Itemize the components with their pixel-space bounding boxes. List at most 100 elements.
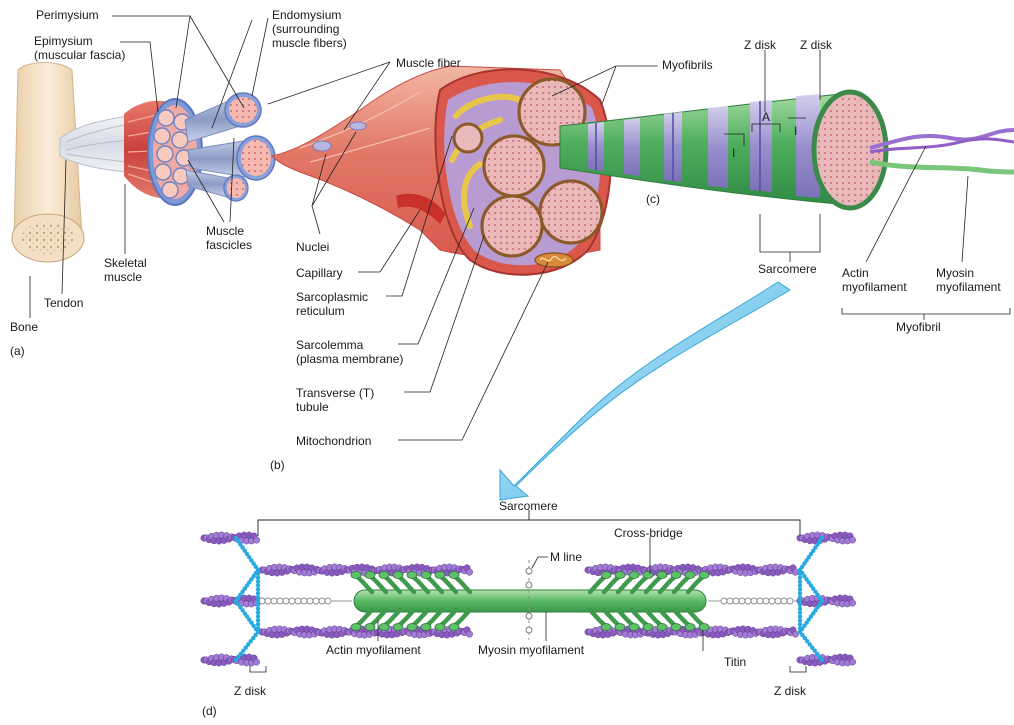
myosin-head-tip — [351, 624, 361, 631]
myosin-head-tip — [407, 624, 417, 631]
label-z-disk-c-right: Z disk — [800, 38, 832, 52]
myosin-head-tip — [601, 572, 611, 579]
z-disk-bead — [256, 610, 260, 614]
myosin-head-tip — [365, 624, 375, 631]
z-disk-bead — [798, 603, 802, 607]
myosin-head-tip — [601, 624, 611, 631]
label-mitochondrion: Mitochondrion — [296, 434, 371, 448]
actin-bead — [792, 569, 798, 575]
myosin-head-tip — [407, 572, 417, 579]
actin-bead — [849, 537, 855, 543]
z-disk-bead — [798, 579, 802, 583]
myosin-head-tip — [699, 624, 709, 631]
z-disk-bead — [256, 630, 260, 634]
z-disk-bead — [256, 579, 260, 583]
z-disk-bead — [256, 622, 260, 626]
myosin-head-tip — [685, 572, 695, 579]
myosin-head-tip — [699, 572, 709, 579]
z-disk-bead — [798, 622, 802, 626]
z-disk-bead — [234, 658, 238, 662]
myosin-head-tip — [449, 624, 459, 631]
label-tendon: Tendon — [44, 296, 83, 310]
label-band-i-right: I — [794, 124, 797, 138]
myosin-head-tip — [615, 572, 625, 579]
z-disk-bead — [798, 587, 802, 591]
z-disk-bead — [798, 618, 802, 622]
label-muscle-fiber: Muscle fiber — [396, 56, 461, 70]
label-z-disk-d-left: Z disk — [234, 684, 266, 698]
z-disk-bead — [798, 610, 802, 614]
label-actin-myofilament-c: Actin myofilament — [842, 266, 907, 294]
label-nuclei: Nuclei — [296, 240, 329, 254]
myosin-head-tip — [657, 624, 667, 631]
z-disk-bead — [256, 576, 260, 580]
z-disk-bead — [256, 618, 260, 622]
myosin-head-tip — [629, 624, 639, 631]
myosin-head-tip — [393, 624, 403, 631]
nucleus — [350, 122, 366, 130]
myosin-head-tip — [643, 572, 653, 579]
actin-bead — [849, 659, 855, 665]
nucleus — [313, 141, 331, 151]
label-endomysium: Endomysium (surrounding muscle fibers) — [272, 8, 347, 50]
z-disk-bead — [798, 583, 802, 587]
z-disk-bead — [798, 595, 802, 599]
label-myofibril: Myofibril — [896, 320, 941, 334]
panel-label-c: (c) — [646, 192, 660, 206]
actin-bead — [466, 631, 472, 637]
zoom-arrow — [500, 282, 790, 500]
myosin-head-tip — [365, 572, 375, 579]
actin-bead — [253, 537, 259, 543]
actin-bead — [466, 569, 472, 575]
label-transverse-tubule: Transverse (T) tubule — [296, 386, 374, 414]
label-epimysium: Epimysium (muscular fascia) — [34, 34, 125, 62]
bone-spongy — [22, 222, 74, 254]
myosin-head-tip — [449, 572, 459, 579]
z-disk-bead — [256, 583, 260, 587]
actin-bead — [849, 600, 855, 606]
myosin-strand — [870, 162, 1014, 172]
z-disk-bead — [798, 614, 802, 618]
myosin-head-tip — [421, 572, 431, 579]
z-disk-bead — [256, 603, 260, 607]
myosin-head-tip — [421, 624, 431, 631]
label-m-line: M line — [550, 550, 582, 564]
label-myosin-myofilament-c: Myosin myofilament — [936, 266, 1001, 294]
z-disk-bead — [798, 630, 802, 634]
label-capillary: Capillary — [296, 266, 343, 280]
actin-bead — [792, 631, 798, 637]
label-myofibrils: Myofibrils — [662, 58, 713, 72]
panel-label-d: (d) — [202, 704, 217, 718]
label-cross-bridge: Cross-bridge — [614, 526, 683, 540]
myosin-head-tip — [615, 624, 625, 631]
z-disk-bead — [798, 599, 802, 603]
z-disk-bead — [256, 595, 260, 599]
myosin-head-tip — [643, 624, 653, 631]
sarcomere-bracket — [258, 520, 800, 536]
z-disk-bead — [256, 587, 260, 591]
z-disk-bead — [256, 591, 260, 595]
panel-label-a: (a) — [10, 344, 25, 358]
z-disk-bead — [256, 607, 260, 611]
myosin-head-tip — [629, 572, 639, 579]
label-muscle-fascicles: Muscle fascicles — [206, 224, 252, 252]
myosin-head-tip — [435, 624, 445, 631]
panel-c-art — [560, 92, 1014, 208]
label-titin: Titin — [724, 655, 746, 669]
label-sarcomere-c: Sarcomere — [758, 262, 817, 276]
myosin-thick-filament — [354, 590, 706, 612]
myosin-head-tip — [379, 572, 389, 579]
label-sarcolemma: Sarcolemma (plasma membrane) — [296, 338, 403, 366]
myosin-head-tip — [671, 624, 681, 631]
label-band-i-left: I — [732, 146, 735, 160]
myosin-head-tip — [657, 572, 667, 579]
myosin-head-tip — [351, 572, 361, 579]
z-disk-bead — [256, 614, 260, 618]
actin-bead — [253, 659, 259, 665]
myosin-head-tip — [685, 624, 695, 631]
z-disk-bead — [798, 591, 802, 595]
myosin-head-tip — [435, 572, 445, 579]
z-disk-bead — [798, 576, 802, 580]
